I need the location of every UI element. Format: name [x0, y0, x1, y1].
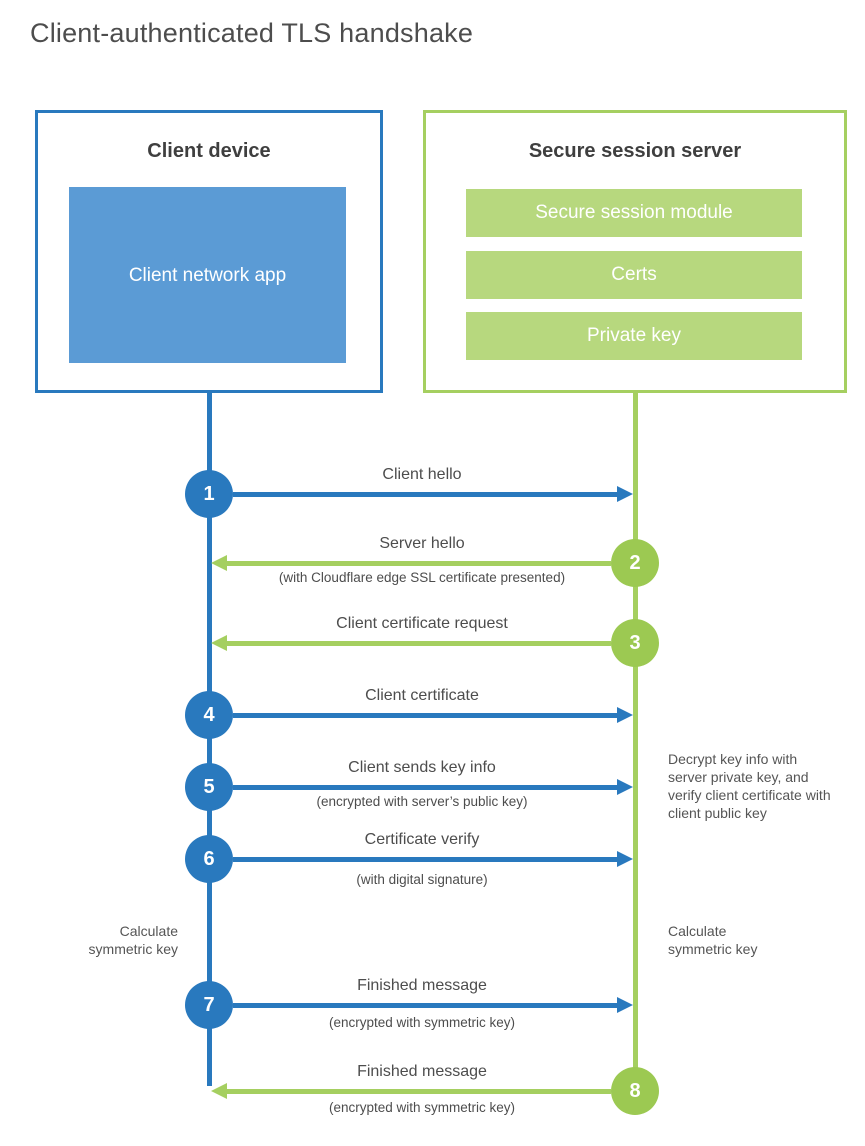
- server-component-private-key: Private key: [466, 312, 802, 360]
- step-2-number: 2: [629, 551, 641, 574]
- step-7-label: Finished message: [357, 977, 487, 994]
- step-4-label: Client certificate: [365, 687, 479, 704]
- step-5-label: Client sends key info: [348, 759, 496, 776]
- step-2-arrow-left-icon: [211, 555, 611, 571]
- step-1-number: 1: [203, 482, 215, 505]
- step-3-label: Client certificate request: [336, 615, 508, 632]
- step-4-arrow-right-icon: [233, 707, 633, 723]
- decrypt-key-note: Decrypt key info with server private key…: [668, 751, 831, 821]
- step-3-circle: 3: [611, 619, 659, 667]
- step-1-circle: 1: [185, 470, 233, 518]
- step-8-sublabel: (encrypted with symmetric key): [328, 1100, 516, 1115]
- step-1-label: Client hello: [382, 466, 462, 483]
- step-2-label: Server hello: [379, 535, 465, 552]
- server-component-certs: Certs: [466, 251, 802, 299]
- step-6-label: Certificate verify: [364, 831, 480, 848]
- step-7-circle: 7: [185, 981, 233, 1029]
- step-6-circle: 6: [185, 835, 233, 883]
- secure-session-server-box: Secure session server Secure session mod…: [423, 110, 847, 393]
- server-component-secure-session-module: Secure session module: [466, 189, 802, 237]
- step-5-number: 5: [203, 775, 215, 798]
- client-network-app-box: Client network app: [69, 187, 346, 363]
- step-5-arrow-right-icon: [233, 779, 633, 795]
- page-title: Client-authenticated TLS handshake: [30, 18, 474, 48]
- step-1-arrow-right-icon: [233, 486, 633, 502]
- step-6-arrow-right-icon: [233, 851, 633, 867]
- client-device-box: Client device Client network app: [35, 110, 383, 393]
- calculate-symmetric-key-note-client: Calculate symmetric key: [88, 923, 178, 957]
- step-7-arrow-right-icon: [233, 997, 633, 1013]
- secure-session-server-title: Secure session server: [528, 140, 742, 162]
- server-lifeline: [633, 392, 638, 1093]
- step-7-sublabel: (encrypted with symmetric key): [328, 1015, 516, 1030]
- client-device-title: Client device: [147, 140, 271, 162]
- step-3-arrow-left-icon: [211, 635, 611, 651]
- step-6-number: 6: [203, 847, 215, 870]
- step-5-sublabel: (encrypted with server’s public key): [316, 794, 528, 809]
- step-3-number: 3: [629, 631, 641, 654]
- step-2-sublabel: (with Cloudflare edge SSL certificate pr…: [278, 570, 566, 585]
- client-lifeline: [207, 392, 212, 1086]
- client-network-app-label: Client network app: [128, 264, 287, 286]
- step-7-number: 7: [203, 993, 215, 1016]
- step-8-label: Finished message: [357, 1063, 487, 1080]
- step-8-number: 8: [629, 1079, 641, 1102]
- calculate-symmetric-key-note-server: Calculate symmetric key: [668, 923, 758, 957]
- step-6-sublabel: (with digital signature): [356, 872, 488, 887]
- step-5-circle: 5: [185, 763, 233, 811]
- step-8-circle: 8: [611, 1067, 659, 1115]
- step-8-arrow-left-icon: [211, 1083, 611, 1099]
- step-4-circle: 4: [185, 691, 233, 739]
- step-2-circle: 2: [611, 539, 659, 587]
- step-4-number: 4: [203, 703, 215, 726]
